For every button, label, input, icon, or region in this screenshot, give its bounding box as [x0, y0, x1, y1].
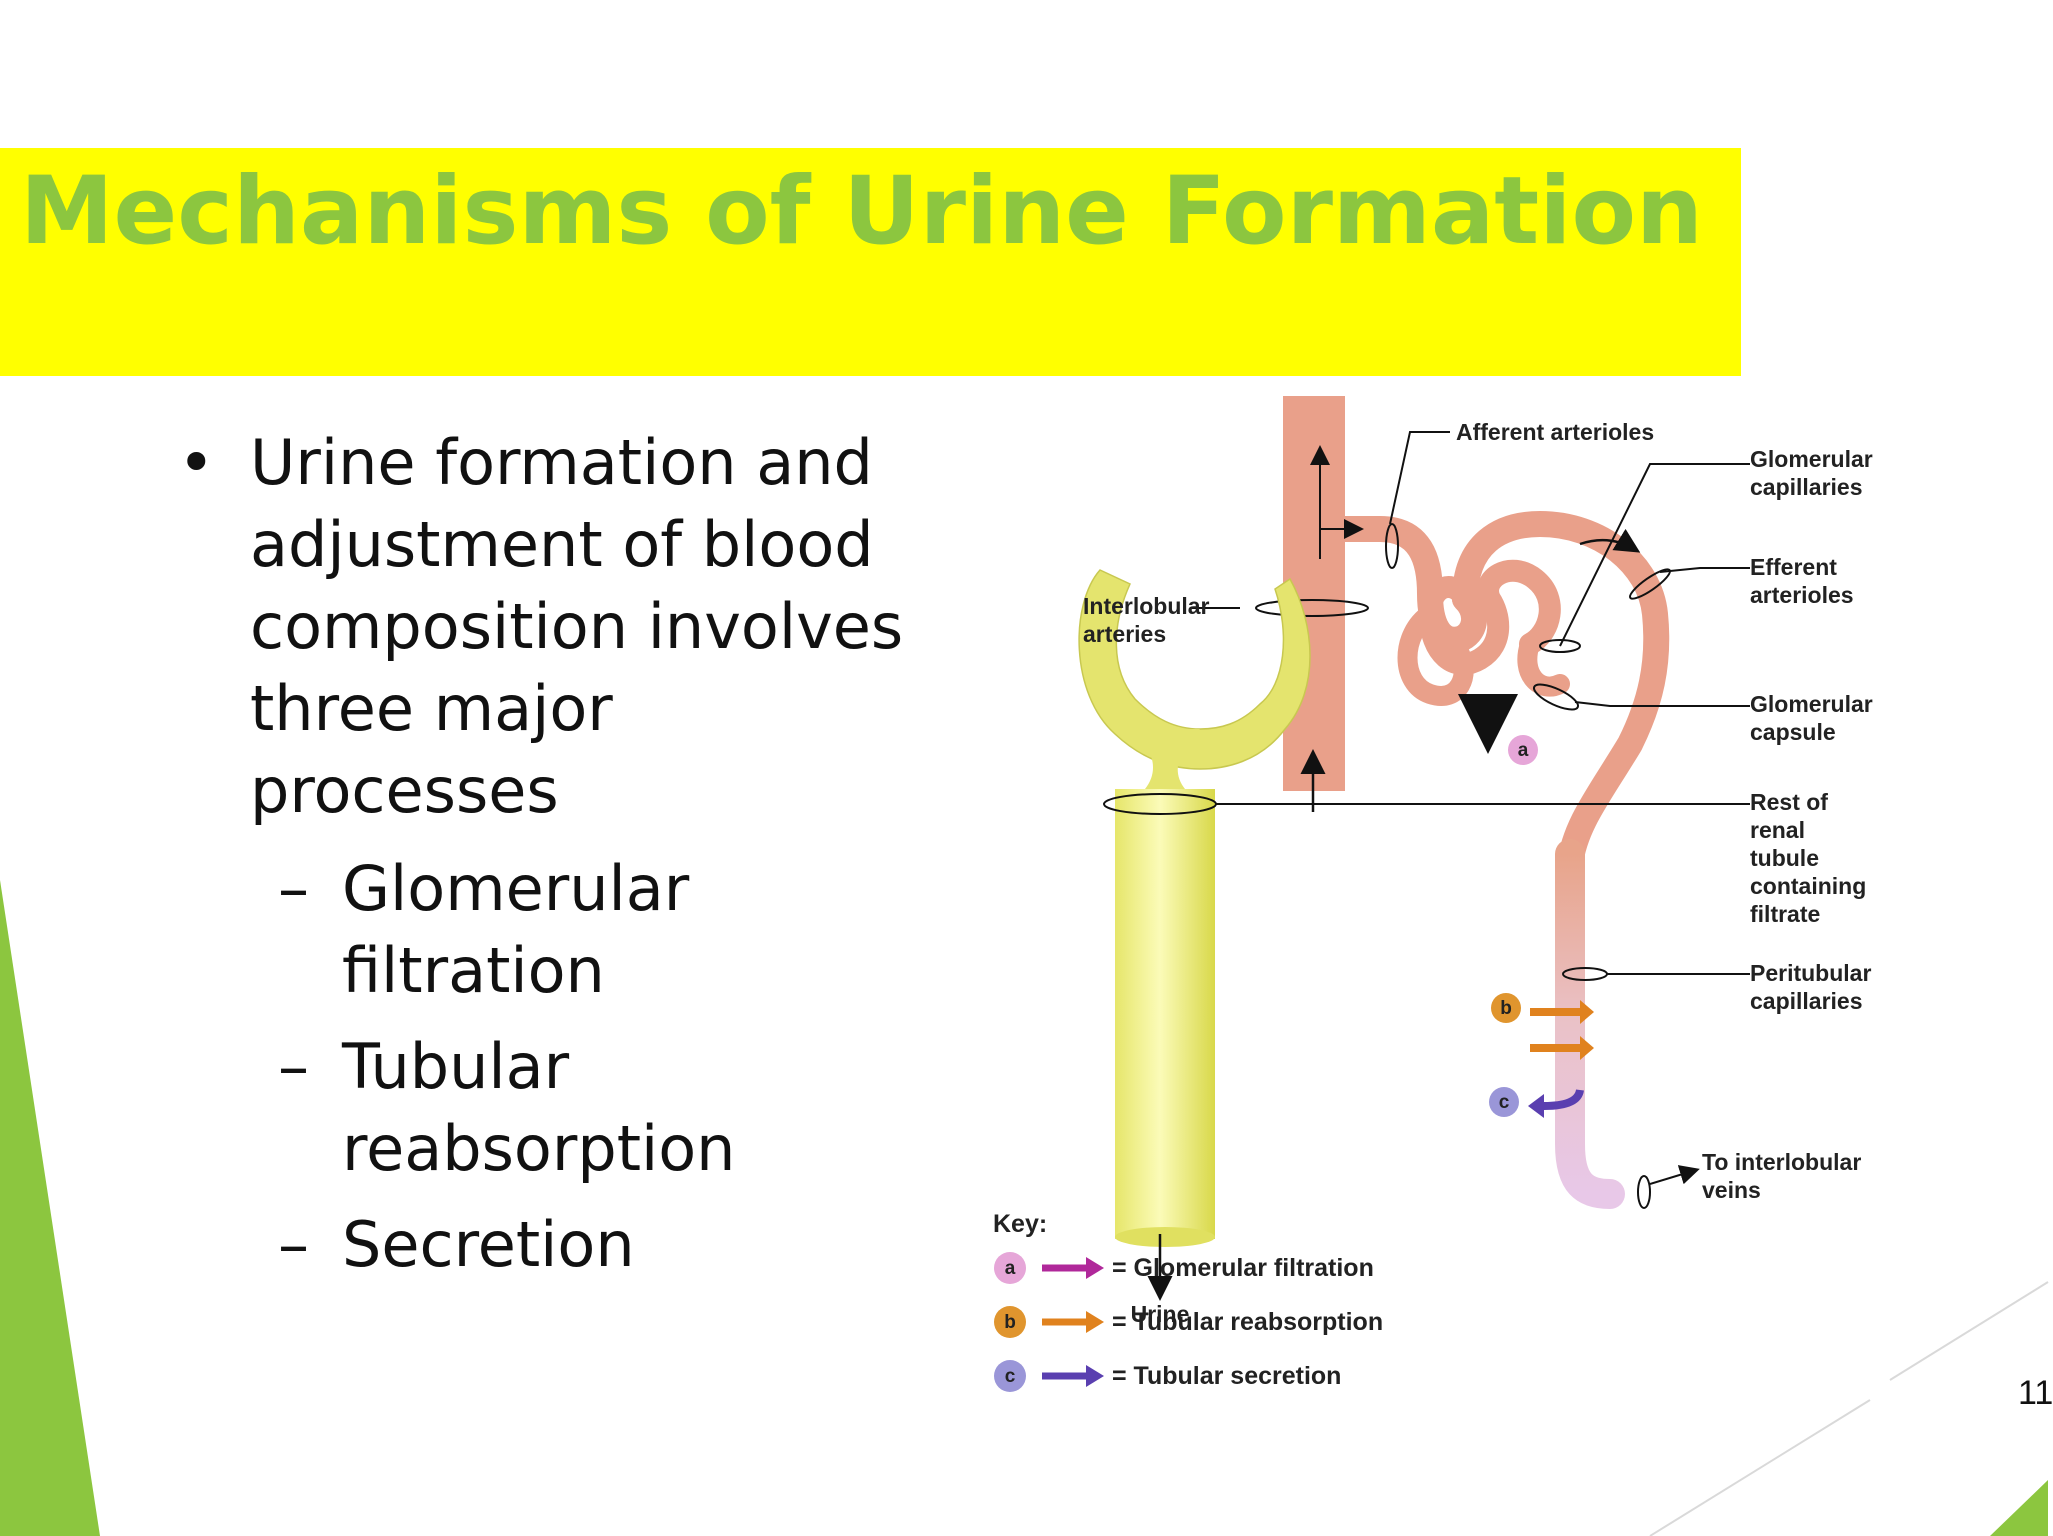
sub-bullet-line: filtration: [342, 934, 605, 1007]
label-peritubular-capillaries-1: Peritubular: [1750, 960, 1871, 986]
badge-b: [1491, 993, 1521, 1023]
bullet-dot: •: [178, 426, 215, 499]
label-rest-of-tubule-3: tubule: [1750, 845, 1819, 871]
afferent-ring: [1385, 523, 1399, 569]
main-bullet-text: Urine formation and adjustment of blood …: [250, 422, 940, 832]
key-title: Key:: [993, 1210, 1047, 1238]
interlobular-ring: [1255, 599, 1369, 617]
label-rest-of-tubule-5: filtrate: [1750, 901, 1820, 927]
label-to-interlobular-veins-1: To interlobular: [1702, 1149, 1861, 1175]
glomerular-ring: [1539, 639, 1581, 653]
key-item-filtration: a = Glomerular filtration: [994, 1252, 1374, 1284]
corner-line-1: [1889, 1281, 2049, 1381]
label-glomerular-capillaries-2: capillaries: [1750, 474, 1863, 500]
capsule-neck: [1135, 729, 1200, 789]
sub-bullet-line: Tubular: [342, 1030, 570, 1103]
corner-green-triangle: [1990, 1480, 2048, 1536]
main-bullet-line: adjustment of blood: [250, 508, 874, 581]
main-bullet-line: composition involves: [250, 590, 904, 663]
main-bullet-line: three major: [250, 672, 613, 745]
label-interlobular-arteries-1: Interlobular: [1083, 593, 1210, 619]
label-rest-of-tubule-4: containing: [1750, 873, 1866, 899]
key-badge-a-label: a: [1005, 1258, 1016, 1279]
key-badge-c-label: c: [1005, 1366, 1016, 1387]
vein-ring: [1637, 1175, 1651, 1209]
left-green-triangle: [0, 880, 100, 1536]
efferent-arteriole: [1452, 510, 1670, 877]
tubule-end: [1115, 1227, 1215, 1247]
label-rest-of-tubule-2: renal: [1750, 817, 1805, 843]
badge-a-label: a: [1518, 740, 1529, 761]
label-urine: Urine: [1131, 1301, 1190, 1327]
key-arrowhead-secretion: [1086, 1365, 1104, 1387]
key-item-secretion: c = Tubular secretion: [994, 1360, 1341, 1392]
key-badge-b-label: b: [1004, 1312, 1016, 1333]
sub-bullet-text: Tubular reabsorption: [342, 1026, 902, 1190]
sub-bullet-line: Glomerular: [342, 852, 690, 925]
sub-bullet-text: Glomerular filtration: [342, 848, 902, 1012]
label-rest-of-tubule-1: Rest of: [1750, 789, 1828, 815]
sub-bullet-dash: –: [278, 1208, 309, 1281]
efferent-flow-arrow: [1579, 528, 1641, 553]
sub-bullet-line: Secretion: [342, 1208, 635, 1281]
sub-bullet-line: reabsorption: [342, 1112, 736, 1185]
label-glomerular-capsule-1: Glomerular: [1750, 691, 1873, 717]
renal-tubule: [1115, 789, 1215, 1239]
capsule-ring: [1532, 683, 1580, 711]
label-glomerular-capsule-2: capsule: [1750, 719, 1836, 745]
badge-a: [1508, 735, 1538, 765]
leader-glom-cap: [1559, 463, 1750, 647]
key-item-reabsorption: b = Tubular reabsorption: [994, 1306, 1383, 1338]
leader-efferent: [1659, 567, 1750, 573]
label-glomerular-capillaries-1: Glomerular: [1750, 446, 1873, 472]
page-number: 11: [2018, 1374, 2053, 1412]
leader-afferent: [1389, 431, 1450, 525]
key-arrowhead-reabsorption: [1086, 1311, 1104, 1333]
key-arrowhead-filtration: [1086, 1257, 1104, 1279]
label-interlobular-arteries-2: arteries: [1083, 621, 1166, 647]
reabsorption-arrowhead-2: [1580, 1036, 1594, 1060]
key-label-filtration: = Glomerular filtration: [1112, 1254, 1374, 1282]
label-efferent-arterioles-1: Efferent: [1750, 554, 1837, 580]
title-band: [0, 148, 1741, 376]
bullet-list: • Urine formation and adjustment of bloo…: [0, 0, 960, 1536]
key-label-secretion: = Tubular secretion: [1112, 1362, 1341, 1390]
reabsorption-arrowhead-1: [1580, 1000, 1594, 1024]
secretion-arrowhead: [1528, 1094, 1544, 1118]
main-bullet-line: Urine formation and: [250, 426, 873, 499]
slide-title: Mechanisms of Urine Formation: [20, 157, 1703, 266]
badge-b-label: b: [1500, 998, 1512, 1019]
sub-bullet-dash: –: [278, 852, 309, 925]
nephron-diagram: a b c Afferent arterioles Glomerular cap…: [993, 396, 1873, 1392]
label-to-interlobular-veins-2: veins: [1702, 1177, 1761, 1203]
glomerular-capsule: [1078, 569, 1311, 770]
label-peritubular-capillaries-2: capillaries: [1750, 988, 1863, 1014]
peritubular-capillaries: [1555, 839, 1625, 1209]
label-efferent-arterioles-2: arterioles: [1750, 582, 1854, 608]
key-badge-b: [994, 1306, 1026, 1338]
label-afferent-arterioles: Afferent arterioles: [1456, 419, 1654, 445]
main-bullet-line: processes: [250, 754, 559, 827]
key-label-reabsorption: = Tubular reabsorption: [1112, 1308, 1383, 1336]
key-badge-c: [994, 1360, 1026, 1392]
vein-arrow: [1649, 1165, 1700, 1185]
glomerulus-loops: [1397, 604, 1570, 706]
secretion-arrow: [1543, 1088, 1584, 1110]
sub-bullet-text: Secretion: [342, 1204, 902, 1286]
key-badge-a: [994, 1252, 1026, 1284]
leader-capsule: [1574, 701, 1750, 707]
badge-c-label: c: [1499, 1092, 1510, 1113]
corner-line-2: [1649, 1399, 1871, 1536]
sub-bullet-dash: –: [278, 1030, 309, 1103]
badge-c: [1489, 1087, 1519, 1117]
